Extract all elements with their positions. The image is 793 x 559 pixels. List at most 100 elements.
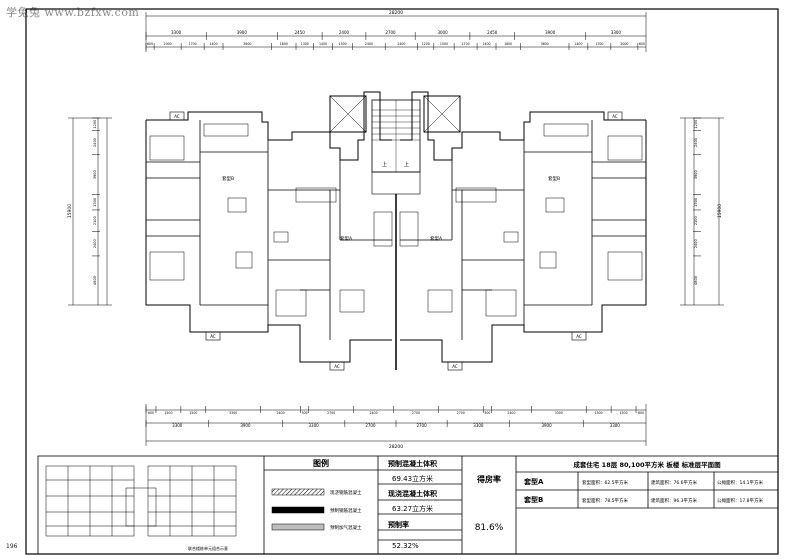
legend-swatch-hatch <box>271 488 325 496</box>
dimension-label: 1400 <box>574 42 582 46</box>
ac-unit-label: AC <box>210 334 216 339</box>
top-total-dimension: 28200 <box>389 10 403 16</box>
dimension-label: 600 <box>639 42 645 46</box>
dining-table <box>227 197 247 213</box>
legend-swatch-grey <box>271 523 325 531</box>
stair-up-right: 上 <box>404 161 409 168</box>
unit-a-share-area: 公摊面积：14.1平方米 <box>717 479 764 486</box>
dimension-label: 1500 <box>694 198 698 207</box>
dimension-label: 600 <box>147 42 153 46</box>
dimension-label: 2000 <box>164 42 172 46</box>
cast-volume-label: 现浇混凝土体积 <box>388 489 437 498</box>
floor-plan <box>145 91 647 371</box>
ac-labels: AC AC AC AC AC AC <box>174 114 618 369</box>
ac-unit-label: AC <box>452 364 458 369</box>
dimension-label: 1800 <box>504 42 512 46</box>
dimension-label: 2700 <box>327 411 335 415</box>
dimension-label: 2700 <box>385 30 396 35</box>
dimension-label: 1700 <box>189 42 197 46</box>
page-number: 196 <box>6 543 18 550</box>
dimension-label: 3900 <box>694 170 698 179</box>
dimension-label: 2400 <box>93 239 97 248</box>
unit-b-right-label: 套型B <box>548 175 560 182</box>
dimension-label: 2400 <box>397 42 405 46</box>
dimension-label: 1200 <box>694 120 698 129</box>
dimension-label: 1500 <box>189 411 197 415</box>
ac-unit-label: AC <box>612 114 618 119</box>
precast-rate-label: 预制率 <box>388 520 409 529</box>
dimension-label: 500 <box>302 411 308 415</box>
top-subdimension-labels: 600 2000 1700 1400 3600 1800 1300 1400 1500 2400 2… <box>145 42 645 50</box>
dimension-label: 3300 <box>171 30 182 35</box>
dimension-label: 4800 <box>93 276 97 285</box>
dimension-label: 1500 <box>595 411 603 415</box>
ac-unit-label: AC <box>576 334 582 339</box>
dimension-label: 3900 <box>541 423 552 428</box>
dimension-label: 1800 <box>280 42 288 46</box>
dimension-label: 3600 <box>243 42 251 46</box>
dimension-label: 3300 <box>229 411 237 415</box>
unit-b-use-area: 套型面积：78.5平方米 <box>582 497 629 504</box>
dimension-label: 3000 <box>437 30 448 35</box>
dimension-label: 2400 <box>365 42 373 46</box>
top-dimensions <box>145 12 647 52</box>
dimension-label: 500 <box>484 411 490 415</box>
elevator-left <box>329 95 367 133</box>
unit-b-left-label: 套型B <box>222 175 234 182</box>
unit-b-build-area: 建筑面积：96.3平方米 <box>651 497 698 504</box>
dimension-label: 2100 <box>93 216 97 225</box>
left-wing-outline <box>146 91 392 161</box>
precast-volume-value: 69.43立方米 <box>392 474 433 483</box>
dimension-label: 3300 <box>610 423 621 428</box>
dimension-label: 1200 <box>93 120 97 129</box>
dimension-label: 1500 <box>339 42 347 46</box>
floor-rate-value: 81.6% <box>475 523 504 533</box>
legend-item-label: 预制钢筋混凝土 <box>330 507 362 514</box>
dimension-label: 3600 <box>541 42 549 46</box>
dimension-label: 2400 <box>276 411 284 415</box>
dimension-label: 3300 <box>309 423 320 428</box>
dimension-label: 3900 <box>237 30 248 35</box>
legend-swatch-solid <box>271 506 325 514</box>
dimension-label: 1300 <box>301 42 309 46</box>
bottom-total-dimension: 28200 <box>389 444 403 450</box>
ac-unit-label: AC <box>334 364 340 369</box>
dimension-label: 1500 <box>93 198 97 207</box>
dimension-label: 2450 <box>487 30 498 35</box>
legend-item-label: 现浇钢筋混凝土 <box>330 489 362 496</box>
elevator-right <box>423 95 461 133</box>
unit-b-share-area: 公摊面积：17.8平方米 <box>717 497 764 504</box>
unit-combination-thumbnail <box>45 465 237 537</box>
dimension-label: 2400 <box>339 30 350 35</box>
unit-a-left-label: 套型A <box>340 235 353 242</box>
unit-a-use-area: 套型面积：62.5平方米 <box>582 479 629 486</box>
dimension-label: 1200 <box>422 42 430 46</box>
dimension-label: 2700 <box>365 423 376 428</box>
dimension-label: 2700 <box>412 411 420 415</box>
right-wing-outline <box>400 91 646 161</box>
dimension-label: 4800 <box>694 276 698 285</box>
dimension-label: 600 <box>638 411 644 415</box>
legend-title: 图例 <box>313 458 329 468</box>
dimension-label: 1700 <box>595 42 603 46</box>
dimension-label: 2450 <box>295 30 306 35</box>
stair-up-left: 上 <box>382 161 387 168</box>
dimension-label: 600 <box>148 411 154 415</box>
dimension-label: 3900 <box>240 423 251 428</box>
dimension-label: 1400 <box>210 42 218 46</box>
dimension-label: 2400 <box>694 239 698 248</box>
dimension-label: 1400 <box>319 42 327 46</box>
dimension-label: 1500 <box>164 411 172 415</box>
ac-unit-label: AC <box>174 114 180 119</box>
dimension-label: 2700 <box>457 411 465 415</box>
dimension-label: 1500 <box>440 42 448 46</box>
dimension-label: 2400 <box>694 138 698 147</box>
right-total-dimension: 15900 <box>717 204 723 218</box>
project-title: 成套住宅 18层 80,100平方米 板楼 标准层平面图 <box>573 460 721 469</box>
